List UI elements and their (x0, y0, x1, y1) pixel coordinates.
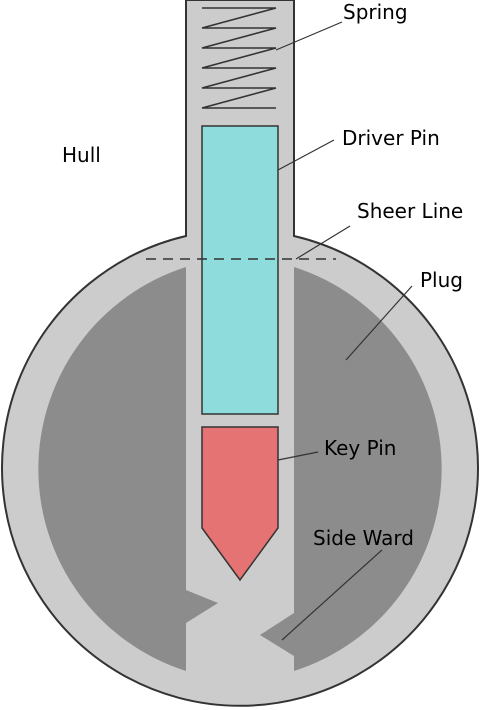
spring-label: Spring (343, 0, 408, 24)
spring-leader-line (275, 21, 343, 51)
plug-right-half (260, 267, 442, 671)
spring-coil (201, 7, 277, 109)
key-pin (201, 426, 279, 582)
sheer-line-leader-line (295, 225, 351, 260)
key-pin-label: Key Pin (324, 436, 396, 460)
driver-pin-leader-line (277, 139, 335, 171)
side-ward-label: Side Ward (313, 526, 414, 550)
driver-pin-label: Driver Pin (342, 126, 440, 150)
plug-leader-line (345, 285, 413, 361)
sheer-line-label: Sheer Line (357, 199, 463, 223)
key-pin-leader-line (277, 451, 319, 461)
hull-label: Hull (62, 143, 101, 167)
plug-label: Plug (420, 268, 463, 292)
side-ward-leader-line (281, 549, 383, 641)
plug-left-half (38, 267, 218, 671)
driver-pin (201, 125, 279, 415)
